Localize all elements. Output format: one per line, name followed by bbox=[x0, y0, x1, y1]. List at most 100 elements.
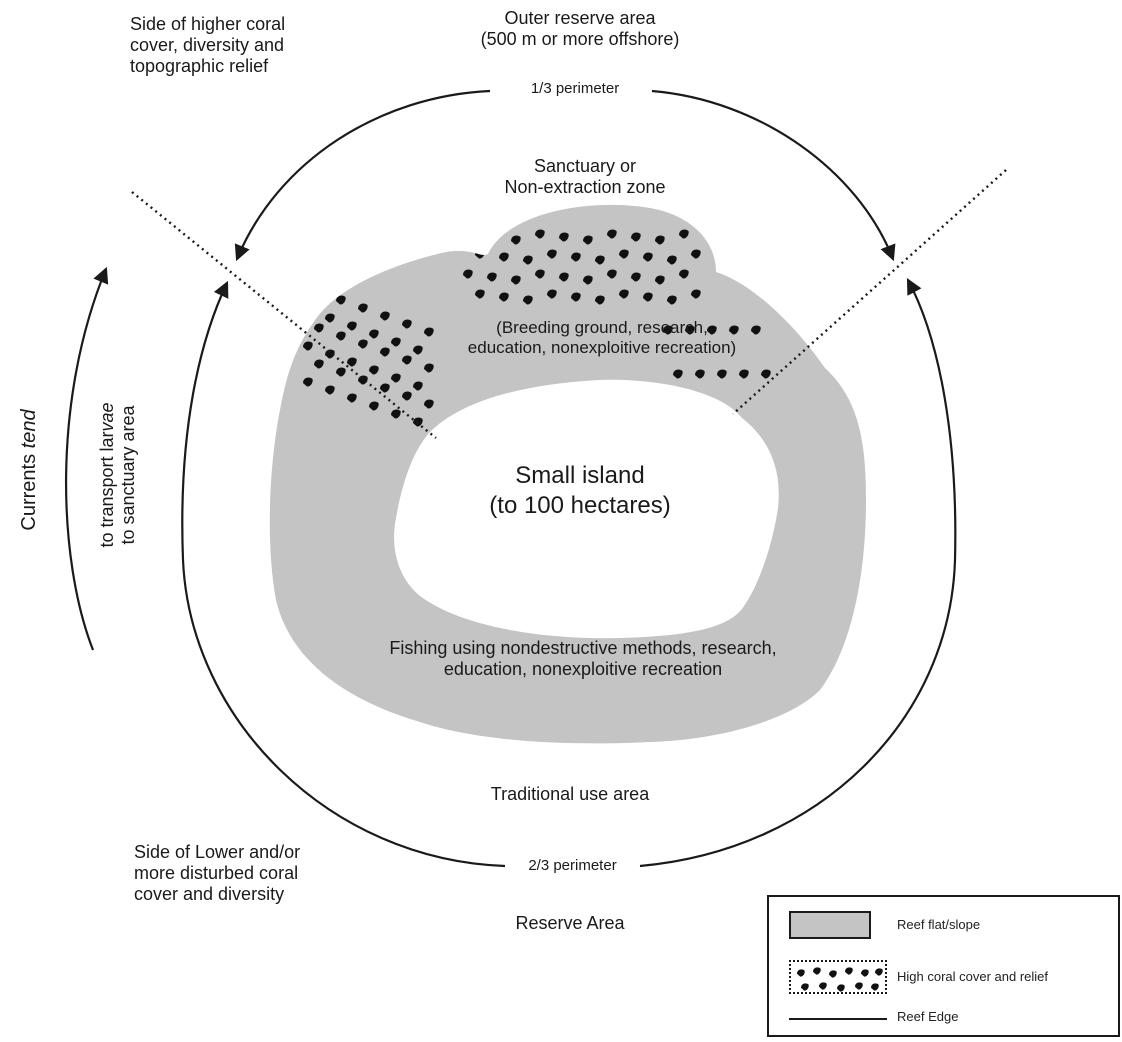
legend-reef-label: Reef flat/slope bbox=[897, 917, 981, 932]
coral-mark bbox=[535, 229, 545, 239]
traditional-use-label: Traditional use area bbox=[490, 784, 650, 804]
coral-mark bbox=[523, 255, 533, 265]
coral-mark bbox=[391, 337, 401, 347]
small-island-line-1: Small island bbox=[515, 462, 645, 489]
coral-mark bbox=[655, 275, 665, 285]
coral-mark bbox=[871, 983, 879, 991]
currents-vae: vae bbox=[96, 402, 117, 432]
coral-mark bbox=[499, 292, 509, 302]
coral-mark bbox=[347, 393, 357, 403]
lower-coral-side-text: Side of Lower and/or more disturbed cora… bbox=[134, 842, 300, 906]
higher-coral-side-text: Side of higher coral cover, diversity an… bbox=[130, 14, 285, 78]
small-island-line-2: (to 100 hectares) bbox=[489, 491, 671, 519]
legend-edge-label: Reef Edge bbox=[897, 1009, 959, 1024]
coral-mark bbox=[813, 967, 821, 975]
coral-mark bbox=[391, 409, 401, 419]
currents-sanctuary-line: to sanctuary area bbox=[118, 405, 138, 545]
coral-mark bbox=[547, 289, 557, 299]
coral-mark bbox=[499, 252, 509, 262]
coral-mark bbox=[463, 229, 473, 239]
coral-mark bbox=[314, 323, 324, 333]
coral-mark bbox=[402, 391, 412, 401]
coral-mark bbox=[583, 275, 593, 285]
coral-mark bbox=[595, 255, 605, 265]
reserve-area-label: Reserve Area bbox=[515, 913, 625, 933]
coral-mark bbox=[402, 355, 412, 365]
currents-prefix: Currents bbox=[18, 448, 41, 531]
coral-mark bbox=[325, 385, 335, 395]
top-arc-right bbox=[651, 89, 896, 262]
coral-mark bbox=[303, 341, 313, 351]
coral-mark bbox=[643, 292, 653, 302]
coral-mark bbox=[369, 401, 379, 411]
coral-mark bbox=[829, 970, 837, 978]
coral-mark bbox=[325, 313, 335, 323]
coral-mark bbox=[463, 269, 473, 279]
coral-mark bbox=[358, 303, 368, 313]
fishing-text: Fishing using nondestructive methods, re… bbox=[318, 638, 848, 680]
small-island bbox=[394, 379, 779, 639]
outer-reserve-line-1: Outer reserve area bbox=[504, 8, 656, 28]
coral-mark bbox=[819, 982, 827, 990]
currents-text: Currents tend bbox=[18, 409, 42, 530]
coral-mark bbox=[547, 249, 557, 259]
coral-mark bbox=[511, 275, 521, 285]
coral-mark bbox=[391, 373, 401, 383]
currents-transport-line: to transport larvae bbox=[97, 402, 118, 547]
coral-mark bbox=[679, 269, 689, 279]
coral-mark bbox=[314, 359, 324, 369]
higher-coral-line-1: Side of higher coral bbox=[130, 14, 286, 34]
coral-mark bbox=[619, 249, 629, 259]
breeding-line-2: education, nonexploitive recreation) bbox=[467, 338, 737, 358]
coral-mark bbox=[691, 249, 701, 259]
coral-mark bbox=[685, 325, 695, 335]
breeding-line-1: (Breeding ground, research, bbox=[496, 318, 708, 337]
coral-mark bbox=[695, 369, 705, 379]
coral-mark bbox=[751, 325, 761, 335]
coral-mark bbox=[595, 295, 605, 305]
coral-mark bbox=[707, 325, 717, 335]
coral-mark bbox=[511, 235, 521, 245]
sanctuary-line-2: Non-extraction zone bbox=[504, 177, 666, 198]
coral-mark bbox=[380, 383, 390, 393]
currents-transport-prefix: to transport lar bbox=[96, 431, 117, 548]
legend-reef-edge-line bbox=[789, 1018, 887, 1020]
outer-reserve-line-2: (500 m or more offshore) bbox=[480, 29, 680, 50]
currents-arrow bbox=[65, 266, 109, 651]
lower-coral-line-1: Side of Lower and/or bbox=[134, 842, 301, 862]
coral-mark bbox=[402, 319, 412, 329]
coral-mark bbox=[679, 229, 689, 239]
coral-mark bbox=[739, 369, 749, 379]
coral-mark bbox=[607, 269, 617, 279]
coral-mark bbox=[523, 295, 533, 305]
coral-mark bbox=[487, 232, 497, 242]
fishing-line-2: education, nonexploitive recreation bbox=[443, 659, 723, 680]
coral-mark bbox=[673, 369, 683, 379]
coral-mark bbox=[303, 305, 313, 315]
coral-mark bbox=[861, 969, 869, 977]
coral-mark bbox=[347, 357, 357, 367]
legend-coral-swatch bbox=[789, 960, 887, 994]
legend-coral-label: High coral cover and relief bbox=[897, 969, 1049, 984]
coral-mark bbox=[325, 349, 335, 359]
coral-mark bbox=[380, 311, 390, 321]
coral-mark bbox=[413, 345, 423, 355]
coral-mark bbox=[845, 967, 853, 975]
coral-mark bbox=[535, 269, 545, 279]
reef-edge-right bbox=[732, 169, 1007, 415]
top-arc bbox=[234, 89, 491, 262]
coral-mark bbox=[487, 272, 497, 282]
currents-subtext: to transport larvae to sanctuary area bbox=[97, 402, 139, 547]
coral-mark bbox=[424, 399, 434, 409]
coral-mark bbox=[655, 235, 665, 245]
coral-mark bbox=[761, 369, 771, 379]
coral-mark bbox=[424, 363, 434, 373]
coral-mark bbox=[358, 339, 368, 349]
coral-mark bbox=[607, 229, 617, 239]
one-third-perimeter-label: 1/3 perimeter bbox=[530, 80, 620, 97]
coral-mark bbox=[717, 369, 727, 379]
coral-mark bbox=[691, 289, 701, 299]
sanctuary-line-1: Sanctuary or bbox=[533, 156, 637, 176]
